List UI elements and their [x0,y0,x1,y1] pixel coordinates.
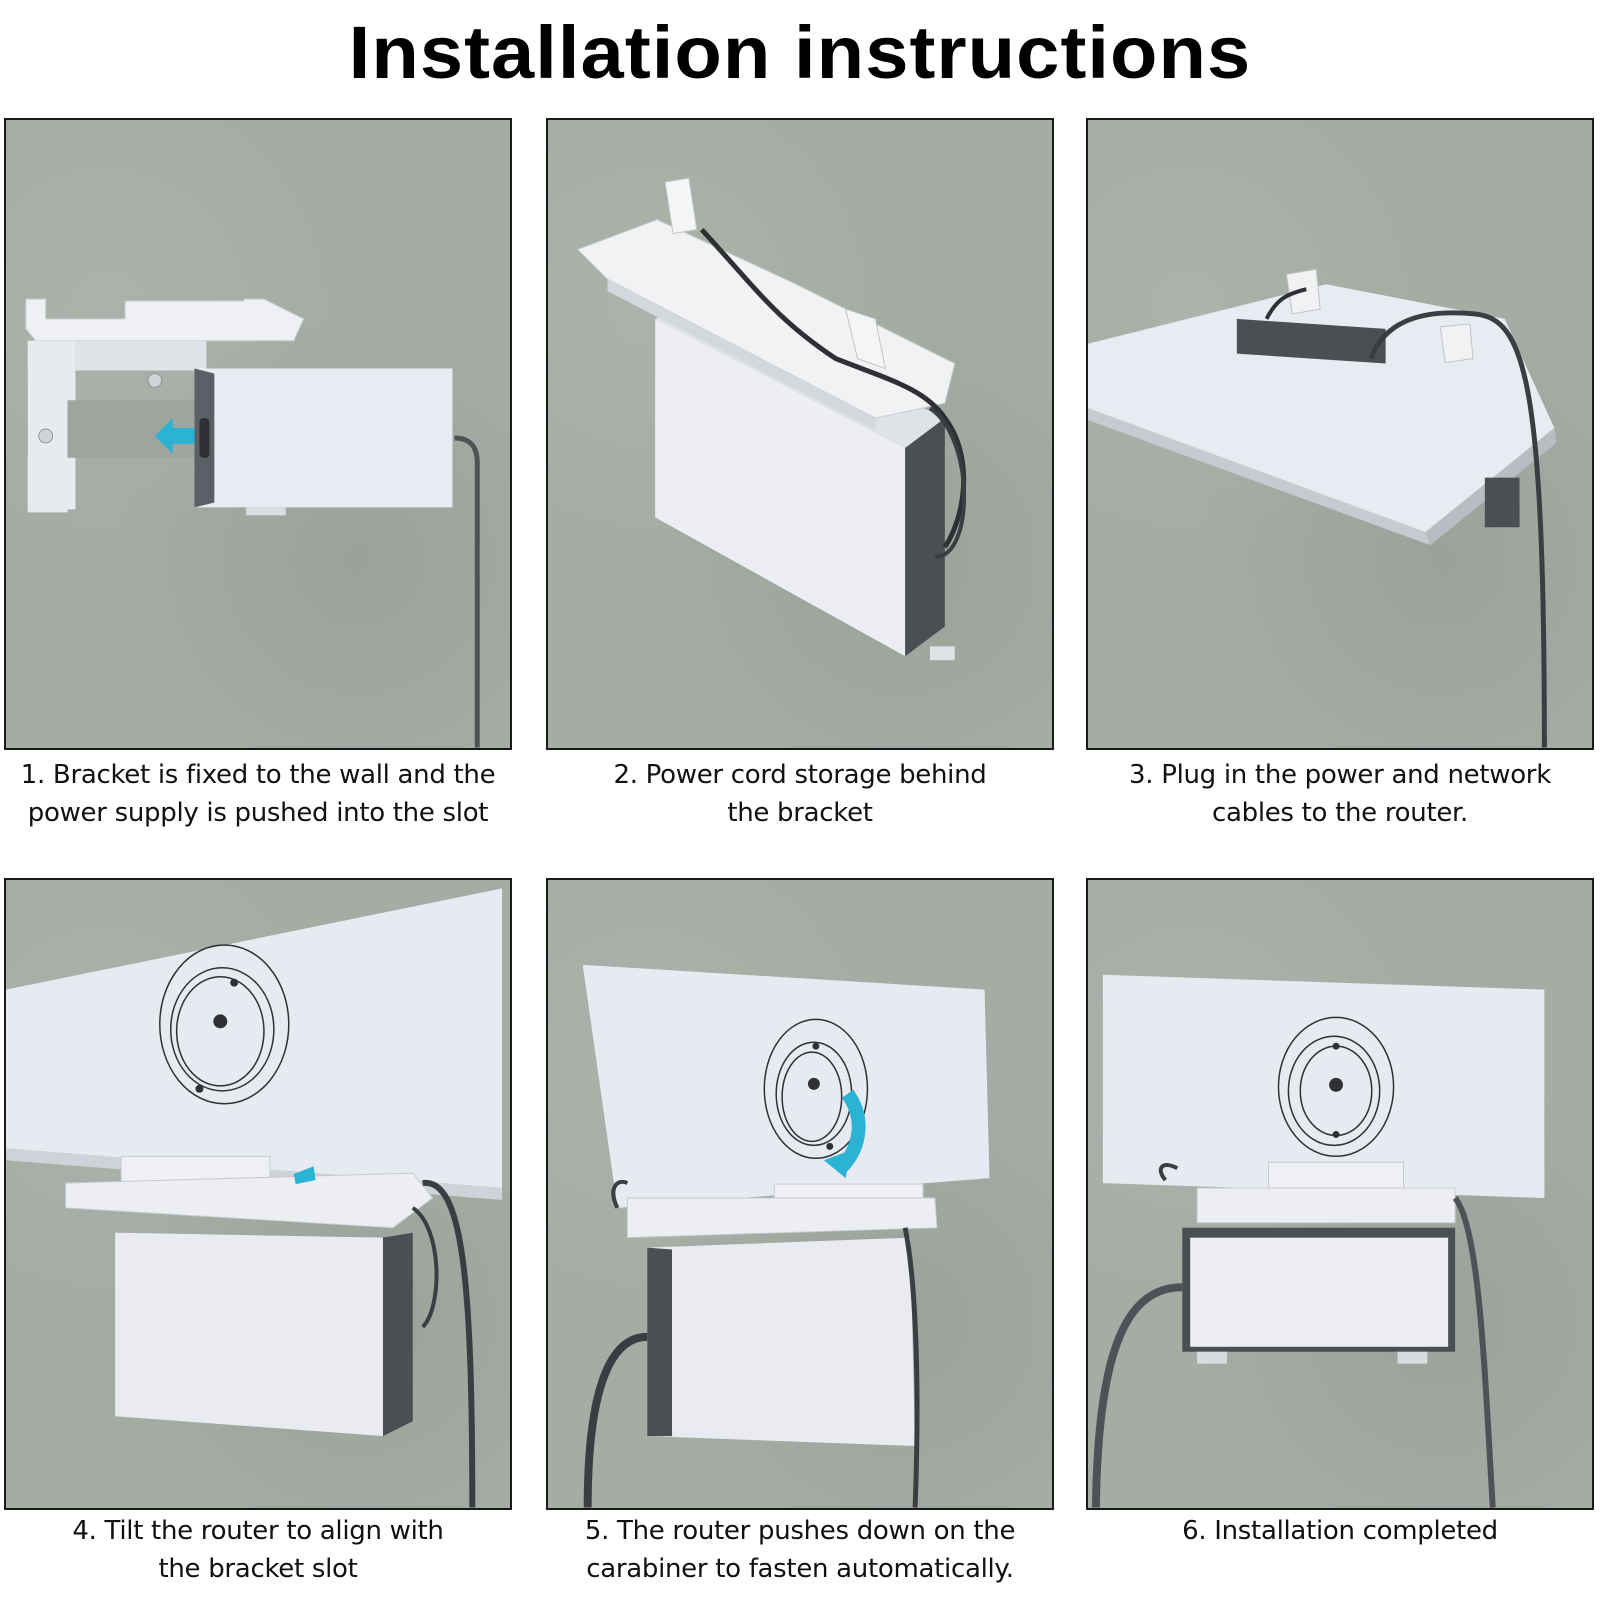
step-3-caption-line1: 3. Plug in the power and network [1129,760,1551,790]
step-5-caption-line1: 5. The router pushes down on the [584,1516,1016,1546]
step-5-caption: 5. The router pushes down on the carabin… [546,1512,1054,1588]
step-2-illustration [546,118,1054,750]
step-5-caption-line2: carabiner to fasten automatically. [586,1554,1014,1584]
page-title: Installation instructions [348,11,1252,94]
step-6-illustration [1086,878,1594,1510]
cord-storage-icon [576,177,967,661]
installed-router-icon [1091,974,1545,1508]
step-1-illustration [4,118,512,750]
step-1-caption-line1: 1. Bracket is fixed to the wall and the [20,760,496,790]
step-4-caption-line1: 4. Tilt the router to align with [72,1516,444,1546]
step-6-caption: 6. Installation completed [1086,1512,1594,1550]
step-3-caption: 3. Plug in the power and network cables … [1086,756,1594,832]
tilt-router-arrow-icon [6,888,503,1508]
step-4-caption: 4. Tilt the router to align with the bra… [4,1512,512,1588]
push-down-arrow-icon [582,964,990,1508]
step-2-caption: 2. Power cord storage behind the bracket [546,756,1054,832]
power-supply-slide-arrow-icon [25,298,480,748]
router-cables-icon [1088,268,1557,748]
step-1-caption-line2: power supply is pushed into the slot [27,798,489,828]
step-4-caption-line2: the bracket slot [158,1554,358,1584]
step-5-illustration [546,878,1054,1510]
step-2-caption-line2: the bracket [727,798,873,828]
step-3-illustration [1086,118,1594,750]
step-1-caption: 1. Bracket is fixed to the wall and the … [4,756,512,832]
step-2-caption-line1: 2. Power cord storage behind [613,760,987,790]
step-4-illustration [4,878,512,1510]
step-3-caption-line2: cables to the router. [1211,798,1469,828]
step-6-caption-line1: 6. Installation completed [1182,1516,1498,1546]
